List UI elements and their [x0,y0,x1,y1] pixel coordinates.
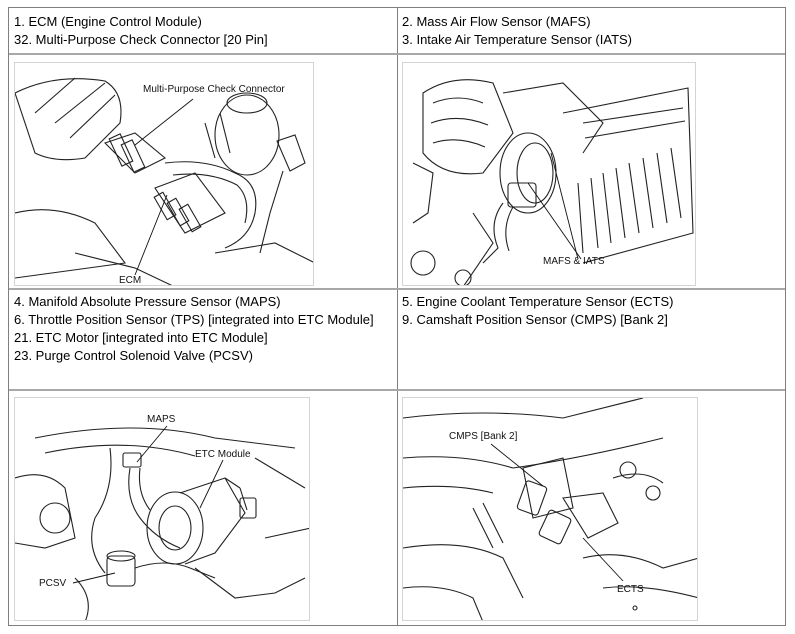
mafs-iats-illustration: MAFS & IATS [402,62,696,286]
ecm-label: ECM [119,275,142,286]
ects-label: ECTS [617,584,644,595]
row3-right-text: 5. Engine Coolant Temperature Sensor (EC… [402,293,673,329]
column-divider [397,8,398,625]
etc-drawing [15,425,309,620]
item-line: 3. Intake Air Temperature Sensor (IATS) [402,32,633,47]
pcsv-label: PCSV [39,578,67,589]
cmps-label: CMPS [Bank 2] [449,431,518,442]
ecm-connector-illustration: Multi-Purpose Check Connector ECM [14,62,314,286]
cmps-drawing [403,398,697,620]
item-line: 2. Mass Air Flow Sensor (MAFS) [402,14,591,29]
etc-module-label: ETC Module [195,449,251,460]
item-line: 6. Throttle Position Sensor (TPS) [integ… [14,312,374,327]
item-line: 21. ETC Motor [integrated into ETC Modul… [14,330,268,345]
item-line: 9. Camshaft Position Sensor (CMPS) [Bank… [402,312,668,327]
mafs-drawing [410,79,694,285]
maps-label: MAPS [147,414,176,425]
ecm-drawing [15,77,313,285]
component-table: 1. ECM (Engine Control Module) 32. Multi… [8,7,786,626]
item-line: 1. ECM (Engine Control Module) [14,14,202,29]
mafs-iats-label: MAFS & IATS [543,256,605,267]
cmps-ects-illustration: CMPS [Bank 2] ECTS [402,397,698,621]
row-divider [9,288,785,290]
row-divider [9,389,785,391]
item-line: 32. Multi-Purpose Check Connector [20 Pi… [14,32,268,47]
item-line: 5. Engine Coolant Temperature Sensor (EC… [402,294,674,309]
item-line: 23. Purge Control Solenoid Valve (PCSV) [14,348,253,363]
row-divider [9,53,785,55]
item-line: 4. Manifold Absolute Pressure Sensor (MA… [14,294,281,309]
row1-left-text: 1. ECM (Engine Control Module) 32. Multi… [14,13,268,49]
connector-label: Multi-Purpose Check Connector [143,84,285,95]
row1-right-text: 2. Mass Air Flow Sensor (MAFS) 3. Intake… [402,13,632,49]
row3-left-text: 4. Manifold Absolute Pressure Sensor (MA… [14,293,388,365]
maps-etc-pcsv-illustration: MAPS ETC Module PCSV [14,397,310,621]
